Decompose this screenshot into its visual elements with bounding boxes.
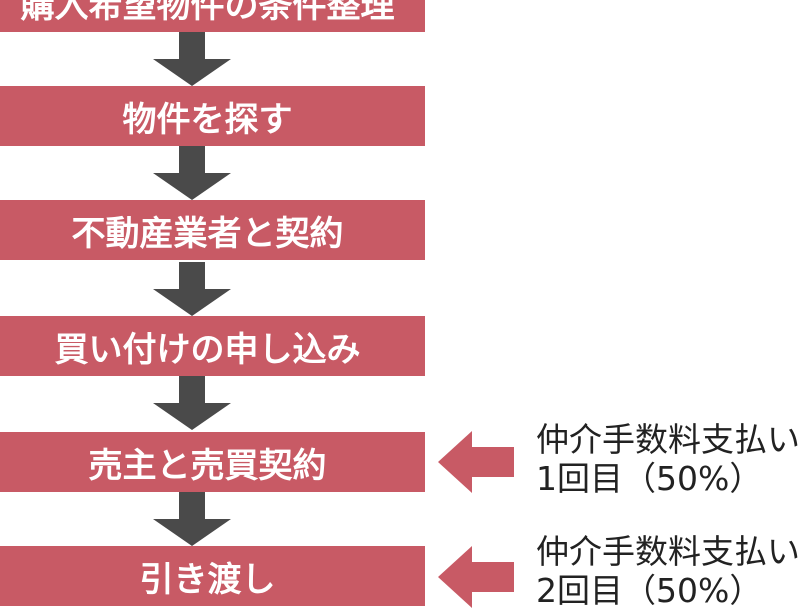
step-3-box: 不動産業者と契約 [0, 200, 425, 260]
step-3-label: 不動産業者と契約 [71, 213, 344, 254]
step-6-box: 引き渡し [0, 546, 425, 606]
down-arrow-icon [153, 146, 231, 200]
down-arrow-icon [153, 32, 231, 86]
fee-note-1: 仲介手数料支払い 1回目（50%） [536, 420, 800, 498]
left-arrow-icon [438, 546, 514, 608]
step-5-label: 売主と売買契約 [88, 445, 327, 486]
left-arrow-icon [438, 431, 514, 493]
down-arrow-icon [153, 492, 231, 546]
step-4-label: 買い付けの申し込み [54, 329, 361, 370]
step-1-label: 購入希望物件の条件整理 [20, 0, 395, 26]
fee-note-1-line1: 仲介手数料支払い [536, 420, 800, 459]
fee-note-1-line2: 1回目（50%） [536, 459, 763, 498]
step-6-label: 引き渡し [139, 559, 276, 600]
step-2-box: 物件を探す [0, 86, 425, 146]
fee-note-2: 仲介手数料支払い 2回目（50%） [536, 532, 800, 610]
step-4-box: 買い付けの申し込み [0, 316, 425, 376]
down-arrow-icon [153, 376, 231, 430]
step-5-box: 売主と売買契約 [0, 432, 425, 492]
fee-note-2-line1: 仲介手数料支払い [536, 532, 800, 571]
step-2-label: 物件を探す [122, 99, 293, 140]
down-arrow-icon [153, 262, 231, 316]
step-1-box: 購入希望物件の条件整理 [0, 0, 425, 32]
fee-note-2-line2: 2回目（50%） [536, 571, 763, 610]
